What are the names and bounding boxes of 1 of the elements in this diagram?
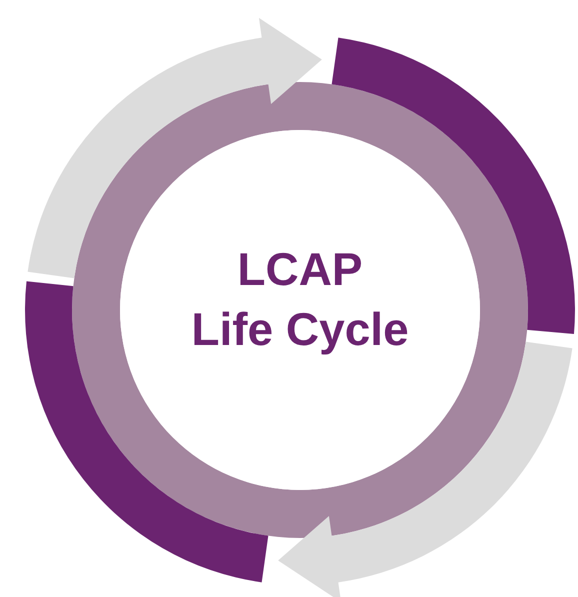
center-title: LCAP Life Cycle (130, 200, 470, 400)
